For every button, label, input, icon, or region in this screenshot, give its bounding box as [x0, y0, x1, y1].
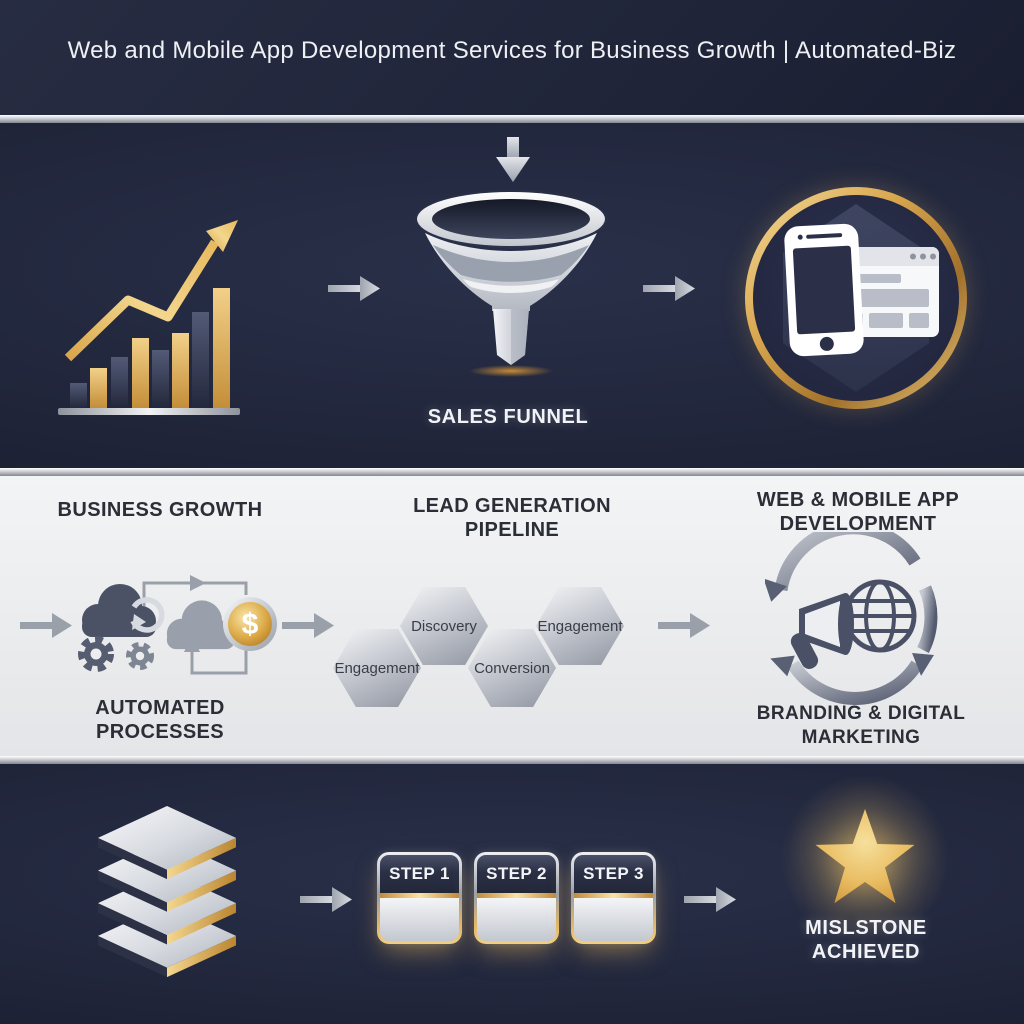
flow-arrow-icon: [20, 613, 72, 638]
gold-divider: [477, 893, 556, 898]
section-divider: [0, 468, 1024, 476]
dollar-coin-icon: $: [223, 597, 277, 651]
flow-arrow-icon: [282, 613, 334, 638]
sync-arrow: [130, 597, 165, 633]
stage-label: Discovery: [411, 617, 477, 635]
business-growth-title: BUSINESS GROWTH: [57, 499, 263, 521]
card-body: [477, 898, 556, 941]
cycle-arrows-icon: [765, 532, 938, 705]
process-band-section: BUSINESS GROWTH LEAD GENERATION PIPELINE…: [0, 476, 1024, 756]
pipeline-stage-hexagon: Engagement: [536, 587, 624, 665]
sales-funnel-caption: SALES FUNNEL: [427, 406, 589, 428]
stage-label: Engagement: [537, 617, 623, 635]
stage-label: Engagement: [334, 659, 420, 677]
step-label: STEP 2: [477, 855, 556, 893]
flow-arrow-icon: [643, 276, 695, 301]
stage-label: Conversion: [474, 659, 550, 677]
funnel-icon: [413, 189, 609, 377]
step-label: STEP 3: [574, 855, 653, 893]
megaphone-icon: [790, 593, 854, 669]
step-card: STEP 1: [377, 852, 462, 944]
section-divider: [0, 756, 1024, 764]
gear-icon: [126, 642, 154, 670]
trend-arrowhead: [206, 220, 238, 252]
branding-marketing-caption: BRANDING & DIGITAL MARKETING: [756, 703, 966, 748]
cloud-icon: [166, 600, 235, 650]
flow-arrow-icon: [658, 613, 710, 638]
smartphone-icon: [784, 223, 864, 357]
flow-arrow-icon: [328, 276, 380, 301]
pipeline-stage-hexagon: Engagement: [333, 629, 421, 707]
layer-stack-icon: [98, 806, 236, 978]
milestone-caption: MISLSTONE ACHIEVED: [805, 917, 927, 963]
bar-chart-growth-icon: [58, 220, 240, 415]
web-mobile-dev-title: WEB & MOBILE APP DEVELOPMENT: [756, 489, 960, 535]
gold-divider: [574, 893, 653, 898]
step-card: STEP 2: [474, 852, 559, 944]
flow-arrow-icon: [300, 887, 352, 912]
card-body: [380, 898, 459, 941]
star-icon: [815, 809, 915, 904]
branding-marketing-icon: [765, 532, 938, 705]
funnel-flow-section: SALES FUNNEL: [0, 123, 1024, 468]
gold-divider: [380, 893, 459, 898]
gear-icon: [78, 636, 114, 672]
section-divider: [0, 115, 1024, 123]
step-label: STEP 1: [380, 855, 459, 893]
globe-icon: [843, 579, 917, 653]
flow-arrow-icon: [684, 887, 736, 912]
phone-browser-art: [784, 223, 939, 357]
phone-browser-hexagon-badge-icon: [745, 187, 967, 409]
automated-processes-icon: $: [78, 575, 277, 675]
header-bar: Web and Mobile App Development Services …: [0, 0, 1024, 115]
lead-generation-title: LEAD GENERATION PIPELINE: [413, 495, 611, 541]
page-title: Web and Mobile App Development Services …: [67, 37, 957, 64]
card-body: [574, 898, 653, 941]
automated-processes-caption: AUTOMATED PROCESSES: [95, 697, 225, 743]
dollar-symbol: $: [242, 608, 259, 641]
pipeline-stage-hexagon: Discovery: [400, 587, 488, 665]
pipeline-stage-hexagon: Conversion: [468, 629, 556, 707]
step-card: STEP 3: [571, 852, 656, 944]
milestone-section: STEP 1 STEP 2 STEP 3 MISLSTONE ACHIEVED: [0, 764, 1024, 1024]
down-arrow-icon: [496, 137, 530, 182]
